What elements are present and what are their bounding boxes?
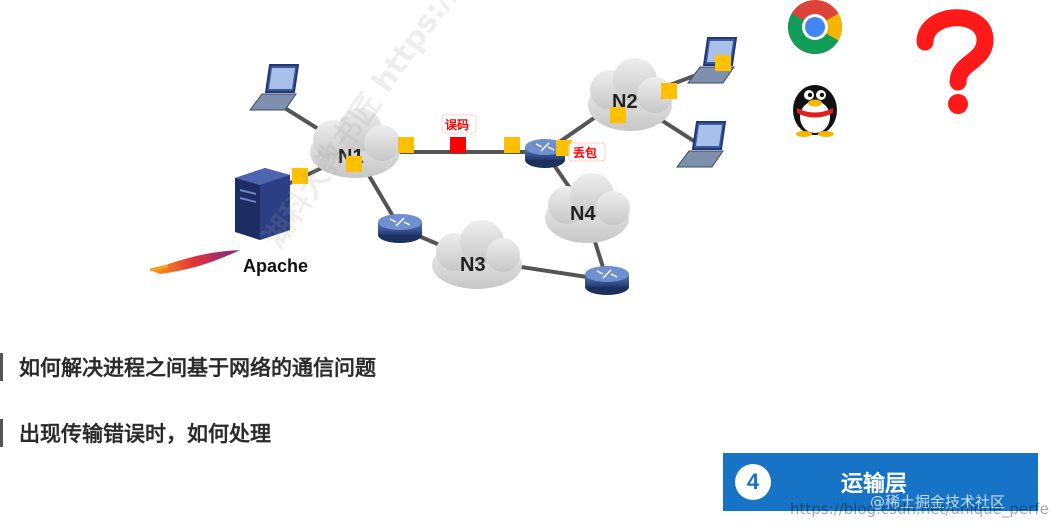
node-label-n3: N3 [460,254,486,276]
svg-text:丢包: 丢包 [573,145,597,160]
caption-transmission-error: 出现传输错误时，如何处理 [0,417,271,449]
interface-markers [292,55,731,184]
qq-icon [793,85,837,137]
site-watermark: @稀土掘金技术社区 [870,493,1006,511]
laptop-icon [249,64,300,111]
svg-text:误码: 误码 [445,118,469,132]
server-icon [235,168,290,240]
url-watermark: https://blog.csdn.net/unique_perfect [790,500,1050,518]
laptop-icon [676,121,727,168]
error-tag: 误码 [441,114,477,134]
question-mark-icon [916,9,994,114]
router-icon [525,139,565,168]
caption-bar [0,419,3,447]
apache-label: Apache [243,256,308,276]
cloud-n1 [310,108,400,178]
router-icon [585,266,629,295]
error-marker [450,137,466,153]
layer-label: 运输层 [841,472,908,497]
transport-layer-badge: 4 运输层 [723,453,1038,511]
cloud-n4 [545,173,630,243]
chrome-icon [787,0,843,55]
network-diagram: N1 N2 N3 N4 [149,0,994,295]
cloud-n2 [588,58,673,131]
apache-feather-icon [149,250,240,274]
cloud-n3 [432,220,522,289]
caption-process-communication: 如何解决进程之间基于网络的通信问题 [0,351,376,383]
router-icon [378,214,422,243]
caption-text: 出现传输错误时，如何处理 [19,422,271,446]
layer-number: 4 [735,464,771,500]
loss-tag: 丢包 [568,142,606,162]
caption-text: 如何解决进程之间基于网络的通信问题 [19,356,376,380]
caption-bar [0,353,3,381]
node-label-n4: N4 [570,203,596,225]
